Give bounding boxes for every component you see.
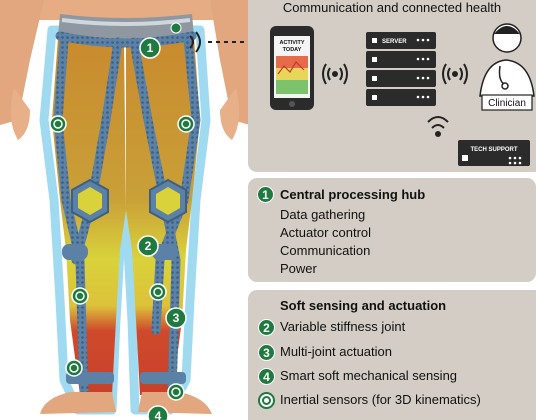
central-hub-panel: 1 Central processing hub Data gathering … (248, 178, 536, 282)
hub-signal-icon (189, 31, 248, 53)
phone-server-signal-icon (322, 63, 348, 85)
soft-sensing-panel: Soft sensing and actuation 2 Variable sti… (248, 290, 536, 420)
tech-support-icon: TECH SUPPORT (458, 140, 530, 166)
hub-item: Power (280, 261, 317, 276)
communication-title: Communication and connected health (282, 0, 502, 15)
hub-title: Central processing hub (280, 187, 426, 202)
figure-badge-4: 4 (147, 405, 169, 420)
figure-badge-2: 2 (137, 235, 159, 257)
soft-item: 2 Variable stiffness joint (258, 319, 406, 337)
svg-text:1: 1 (147, 41, 154, 55)
soft-item: 4 Smart soft mechanical sensing (258, 368, 458, 386)
svg-text:2: 2 (145, 239, 152, 253)
figure-badge-3: 3 (165, 307, 187, 329)
svg-text:3: 3 (173, 311, 180, 325)
soft-item-label: Smart soft mechanical sensing (280, 368, 458, 383)
hub-item: Actuator control (280, 225, 372, 240)
inertial-sensor-icon (258, 392, 275, 410)
phone-screen-line-2: TODAY (283, 47, 302, 53)
communication-panel: Communication and connected health ACTIV… (248, 0, 536, 172)
soft-item: 3 Multi-joint actuation (258, 344, 392, 362)
soft-item-label: Inertial sensors (for 3D kinematics) (280, 392, 481, 407)
waist-belt (58, 14, 194, 40)
figure-badge-1: 1 (139, 37, 161, 59)
hub-item: Data gathering (280, 207, 366, 222)
clinician-label: Clinician (488, 98, 526, 109)
clinician-icon: Clinician (479, 23, 535, 111)
soft-item-badge: 4 (258, 368, 275, 386)
soft-title: Soft sensing and actuation (280, 298, 447, 313)
soft-item-badge: 2 (258, 319, 275, 337)
knee-modules (62, 178, 187, 260)
hub-badge: 1 (257, 186, 274, 203)
exosuit-figure: 1 2 3 4 (0, 0, 250, 420)
server-icon: SERVER (366, 32, 436, 106)
phone-icon: ACTIVITY TODAY (270, 26, 314, 110)
server-label: SERVER (382, 39, 407, 45)
hub-item: Communication (280, 243, 371, 258)
soft-item-label: Multi-joint actuation (280, 344, 392, 359)
phone-screen-line-1: ACTIVITY (279, 40, 304, 46)
soft-item-label: Variable stiffness joint (280, 319, 406, 334)
tech-support-signal-icon (427, 116, 449, 137)
communication-diagram: ACTIVITY TODAY SERVER (270, 23, 535, 166)
torso (0, 0, 250, 140)
inertial-sensors (49, 115, 195, 401)
svg-text:4: 4 (155, 409, 162, 420)
server-clinician-signal-icon (442, 63, 468, 85)
soft-item: Inertial sensors (for 3D kinematics) (258, 392, 481, 410)
tech-support-label: TECH SUPPORT (470, 147, 517, 153)
glow-outline (39, 25, 211, 415)
soft-item-badge: 3 (258, 344, 275, 362)
